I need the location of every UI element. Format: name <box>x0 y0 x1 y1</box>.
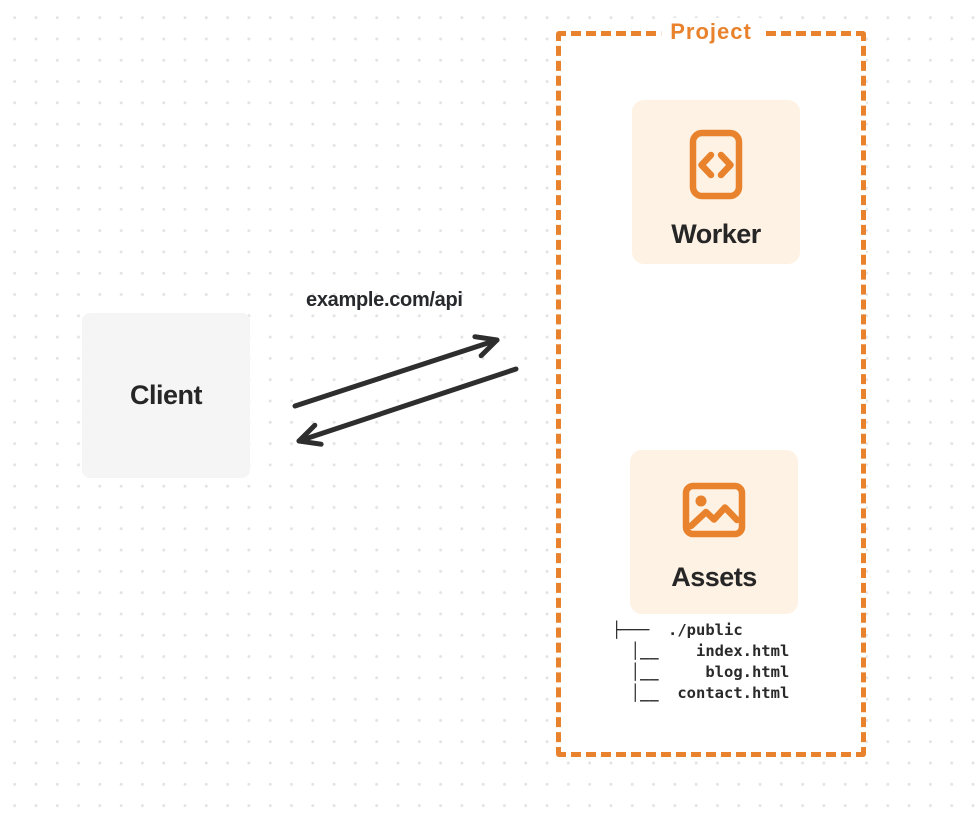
file-tree-line: │__ contact.html <box>612 684 790 702</box>
client-node: Client <box>82 313 250 478</box>
response-arrow <box>296 366 519 447</box>
image-icon <box>682 482 746 538</box>
assets-label: Assets <box>671 562 757 592</box>
request-url-label: example.com/api <box>306 289 463 311</box>
client-label: Client <box>129 380 203 410</box>
file-tree-line: │__ index.html <box>612 642 790 660</box>
code-icon <box>689 129 743 200</box>
assets-node: Assets <box>630 450 798 614</box>
project-label: Project <box>661 18 761 45</box>
file-tree-line: ├─── ./public <box>612 621 743 639</box>
worker-label: Worker <box>671 219 761 249</box>
worker-node: Worker <box>632 100 800 264</box>
file-tree-line: │__ blog.html <box>612 663 790 681</box>
file-tree: ├─── ./public │__ index.html │__ blog.ht… <box>612 620 789 704</box>
request-arrow <box>292 334 500 409</box>
